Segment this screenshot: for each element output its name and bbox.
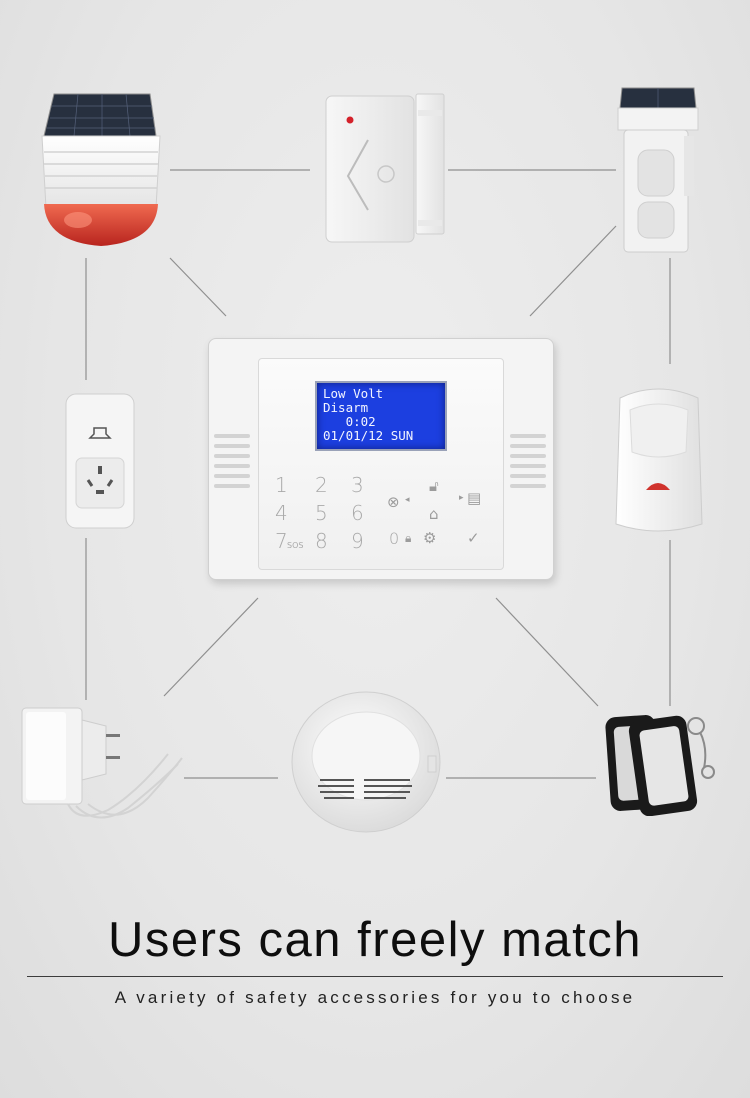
keypad-key-3[interactable]: 3 xyxy=(351,473,364,497)
record-icon[interactable]: ▤ xyxy=(467,489,482,507)
keypad-key-7[interactable]: 7 xyxy=(275,529,288,553)
vent-slot xyxy=(510,474,546,478)
keypad-key-0[interactable]: 0 xyxy=(389,529,400,548)
outdoor-pir-icon xyxy=(617,87,699,253)
vent-slot xyxy=(510,444,546,448)
power-adapter-icon xyxy=(21,707,183,819)
confirm-icon[interactable]: ✓ xyxy=(467,529,480,547)
keypad-key-4[interactable]: 4 xyxy=(275,501,288,525)
smart-socket-icon xyxy=(65,393,135,529)
lcd-line-2: Disarm xyxy=(323,400,369,415)
cancel-icon[interactable]: ⊗ xyxy=(387,493,400,511)
panel-face: Low Volt Disarm 0:02 01/01/12 SUN 1 2 3 … xyxy=(258,358,504,570)
smoke-detector-icon xyxy=(291,691,441,833)
door-sensor-icon xyxy=(325,93,445,243)
vent-slot xyxy=(214,434,250,438)
keypad-key-1[interactable]: 1 xyxy=(275,473,288,497)
lock-icon[interactable]: 🔒︎ xyxy=(405,531,412,545)
keypad-key-9[interactable]: 9 xyxy=(351,529,364,553)
vent-slot xyxy=(510,484,546,488)
sos-label: SOS xyxy=(287,541,304,550)
keypad-key-8[interactable]: 8 xyxy=(315,529,328,553)
page-subtitle: A variety of safety accessories for you … xyxy=(114,988,636,1007)
vent-slot xyxy=(214,484,250,488)
left-arrow-icon: ◂ xyxy=(405,495,410,505)
keypad-key-5[interactable]: 5 xyxy=(315,501,328,525)
lcd-line-3: 0:02 xyxy=(323,414,376,429)
home-icon[interactable]: ⌂ xyxy=(429,505,439,523)
lcd-line-1: Low Volt xyxy=(323,386,384,401)
settings-back-icon[interactable]: ⚙ xyxy=(423,529,437,547)
vent-slot xyxy=(510,434,546,438)
vent-slot xyxy=(214,454,250,458)
lcd-line-4: 01/01/12 SUN xyxy=(323,428,414,443)
vent-slot xyxy=(214,474,250,478)
keypad-key-2[interactable]: 2 xyxy=(315,473,328,497)
title-divider xyxy=(27,976,723,977)
vent-slot xyxy=(214,464,250,468)
rfid-tag-icon xyxy=(605,715,715,816)
alarm-control-panel: Low Volt Disarm 0:02 01/01/12 SUN 1 2 3 … xyxy=(208,338,554,580)
vent-slot xyxy=(510,454,546,458)
vent-slot xyxy=(510,464,546,468)
pir-sensor-icon xyxy=(615,388,703,532)
lcd-screen: Low Volt Disarm 0:02 01/01/12 SUN xyxy=(315,381,447,451)
unlock-icon[interactable]: 🔓︎ xyxy=(429,477,439,495)
vent-slot xyxy=(214,444,250,448)
page-title: Users can freely match xyxy=(107,913,643,967)
keypad-key-6[interactable]: 6 xyxy=(351,501,364,525)
solar-siren-icon xyxy=(41,93,161,246)
right-arrow-icon: ▸ xyxy=(459,493,464,503)
